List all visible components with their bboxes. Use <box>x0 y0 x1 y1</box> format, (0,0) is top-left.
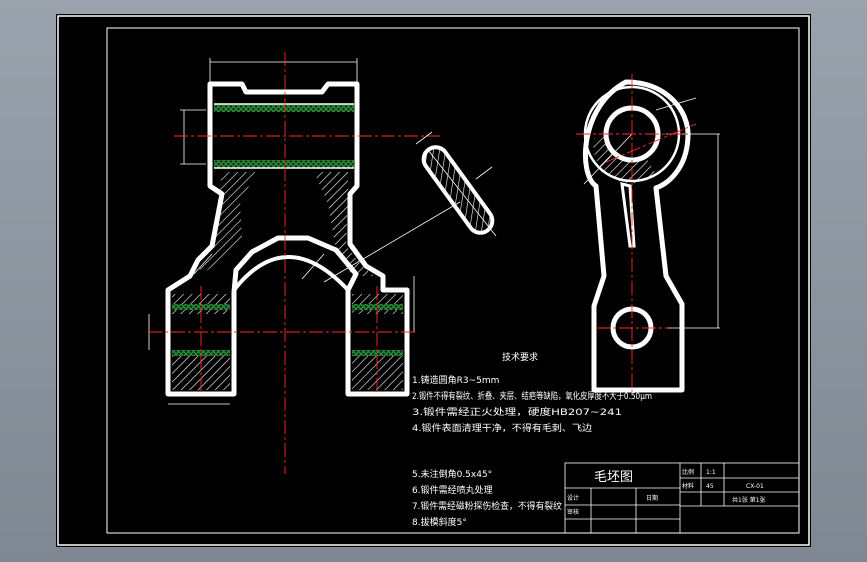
scale-value: 1:1 <box>706 469 716 476</box>
note-5: 5.未注倒角0.5x45° <box>412 468 492 480</box>
label-material: 材料 <box>682 482 694 490</box>
outer-border <box>57 15 810 546</box>
label-design: 设计 <box>567 494 579 502</box>
drawing-sheet: 技术要求 1.铸造圆角R3~5mm 2.锻件不得有裂纹、折叠、夹层、结疤等缺陷，… <box>56 14 811 547</box>
note-8: 8.拔模斜度5° <box>412 516 467 528</box>
note-3: 3.锻件需经正火处理，硬度HB207~241 <box>412 406 622 418</box>
inner-border <box>106 27 800 534</box>
material-value: 45 <box>706 483 714 490</box>
label-scale: 比例 <box>682 468 694 476</box>
note-6: 6.锻件需经喷丸处理 <box>412 484 493 496</box>
note-7: 7.锻件需经磁粉探伤检查，不得有裂纹 <box>412 500 562 512</box>
front-view <box>148 52 440 474</box>
technical-requirements: 技术要求 1.铸造圆角R3~5mm 2.锻件不得有裂纹、折叠、夹层、结疤等缺陷，… <box>412 351 652 528</box>
drawing-code: CX-01 <box>746 483 764 490</box>
note-2: 2.锻件不得有裂纹、折叠、夹层、结疤等缺陷，氧化皮厚度不大于0.50μm <box>412 390 652 402</box>
sheet-info: 共1张 第1张 <box>732 496 766 504</box>
note-1: 1.铸造圆角R3~5mm <box>412 374 499 386</box>
title-block <box>564 462 800 534</box>
note-4: 4.锻件表面清理干净，不得有毛刺、飞边 <box>412 422 592 434</box>
side-view <box>576 74 720 394</box>
requirements-title: 技术要求 <box>502 351 538 363</box>
label-date: 日期 <box>646 494 658 502</box>
cad-drawing: 技术要求 1.铸造圆角R3~5mm 2.锻件不得有裂纹、折叠、夹层、结疤等缺陷，… <box>57 15 810 546</box>
label-check: 审核 <box>567 508 579 516</box>
section-view <box>323 131 497 283</box>
drawing-name: 毛坯图 <box>594 470 633 485</box>
